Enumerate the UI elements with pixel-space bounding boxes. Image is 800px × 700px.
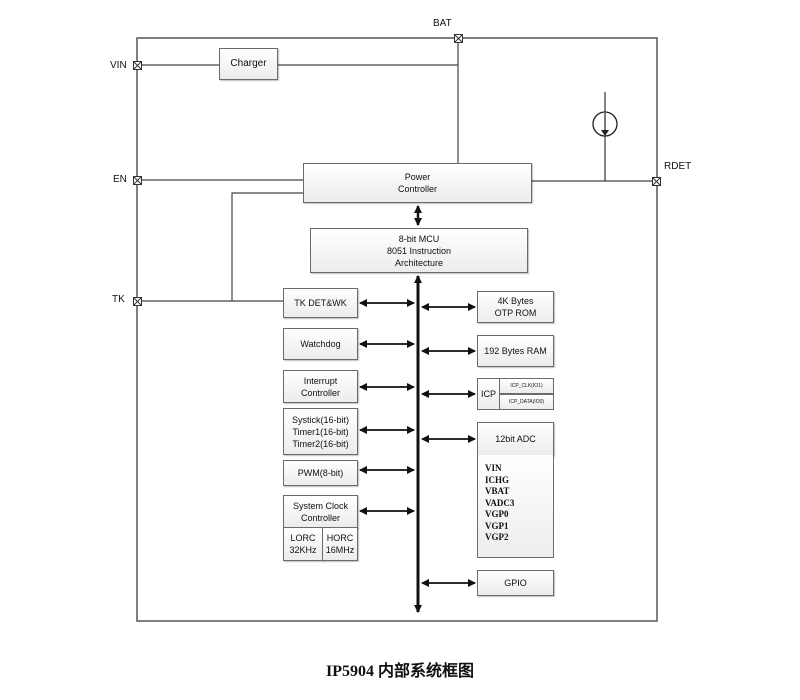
interrupt-label-2: Controller xyxy=(300,387,340,398)
power-controller-label-1: Power xyxy=(404,172,431,182)
icp-data-cell: ICP_DATA(IO0) xyxy=(499,394,554,410)
adc-block: 12bit ADC xyxy=(477,422,554,456)
adc-channel: VGP2 xyxy=(485,532,509,542)
icp-data-label: ICP_DATA(IO0) xyxy=(508,399,545,405)
adc-channel: VGP1 xyxy=(485,520,509,531)
lorc-label-2: 32KHz xyxy=(289,545,317,555)
pin-label-vin: VIN xyxy=(110,60,127,71)
horc-label-2: 16MHz xyxy=(325,545,355,555)
timers-block: Systick(16-bit) Timer1(16-bit) Timer2(16… xyxy=(283,408,358,455)
mcu-label-1: 8-bit MCU xyxy=(398,233,440,244)
adc-label: 12bit ADC xyxy=(495,434,536,444)
wire-tk-power xyxy=(231,192,303,301)
horc-block: HORC 16MHz xyxy=(322,527,358,561)
interrupt-controller-block: Interrupt Controller xyxy=(283,370,358,403)
sysclk-label-2: Controller xyxy=(300,512,340,523)
icp-clk-cell: ICP_CLK(IO1) xyxy=(499,378,554,394)
pin-cross-box-icon xyxy=(133,176,142,185)
pin-label-bat: BAT xyxy=(433,18,452,29)
timers-label-1: Systick(16-bit) xyxy=(291,414,349,425)
pin-label-rdet: RDET xyxy=(664,161,692,172)
sysclk-label-1: System Clock xyxy=(292,500,348,511)
adc-channel: VIN xyxy=(485,463,502,473)
system-clock-block: System Clock Controller xyxy=(283,495,358,528)
pin-cross-box-icon xyxy=(133,61,142,70)
pin-label-en: EN xyxy=(113,174,127,185)
ram-block: 192 Bytes RAM xyxy=(477,335,554,367)
ram-label: 192 Bytes RAM xyxy=(484,346,547,356)
icp-block: ICP xyxy=(477,378,500,410)
charger-block: Charger xyxy=(219,48,278,80)
power-controller-label-2: Controller xyxy=(397,184,437,194)
timers-label-2: Timer1(16-bit) xyxy=(292,426,349,437)
mcu-label-3: Architecture xyxy=(394,257,444,268)
pwm-block: PWM(8-bit) xyxy=(283,460,358,486)
power-controller-block: Power Controller xyxy=(303,163,532,203)
charger-label: Charger xyxy=(230,58,267,69)
adc-channel: VBAT xyxy=(485,486,510,496)
gpio-block: GPIO xyxy=(477,570,554,596)
pwm-label: PWM(8-bit) xyxy=(297,468,344,478)
adc-channel: VGP0 xyxy=(485,509,509,519)
adc-channel-list: VIN ICHG VBAT VADC3 VGP0 VGP1 VGP2 xyxy=(477,455,554,558)
adc-channel: VADC3 xyxy=(485,497,515,508)
pin-cross-box-icon xyxy=(133,297,142,306)
rom-label-1: 4K Bytes xyxy=(497,296,534,306)
gpio-label: GPIO xyxy=(504,578,527,588)
tk-det-label: TK DET&WK xyxy=(294,298,347,308)
icp-clk-label: ICP_CLK(IO1) xyxy=(510,383,543,389)
watchdog-block: Watchdog xyxy=(283,328,358,360)
otp-rom-block: 4K Bytes OTP ROM xyxy=(477,291,554,323)
icp-label: ICP xyxy=(480,389,496,399)
mcu-label-2: 8051 Instruction xyxy=(386,245,452,256)
horc-label-1: HORC xyxy=(326,533,354,543)
mcu-block: 8-bit MCU 8051 Instruction Architecture xyxy=(310,228,528,273)
lorc-label-1: LORC xyxy=(290,533,316,543)
rom-label-2: OTP ROM xyxy=(494,308,537,318)
adc-channel: ICHG xyxy=(485,474,510,485)
watchdog-label: Watchdog xyxy=(300,339,341,349)
chip-boundary xyxy=(136,37,658,622)
timers-label-3: Timer2(16-bit) xyxy=(292,438,349,449)
diagram-caption: IP5904 内部系统框图 xyxy=(325,663,474,680)
tk-det-block: TK DET&WK xyxy=(283,288,358,318)
lorc-block: LORC 32KHz xyxy=(283,527,323,561)
pin-label-tk: TK xyxy=(112,294,125,305)
pin-cross-box-icon xyxy=(454,34,463,43)
pin-cross-box-icon xyxy=(652,177,661,186)
interrupt-label-1: Interrupt xyxy=(303,375,338,386)
